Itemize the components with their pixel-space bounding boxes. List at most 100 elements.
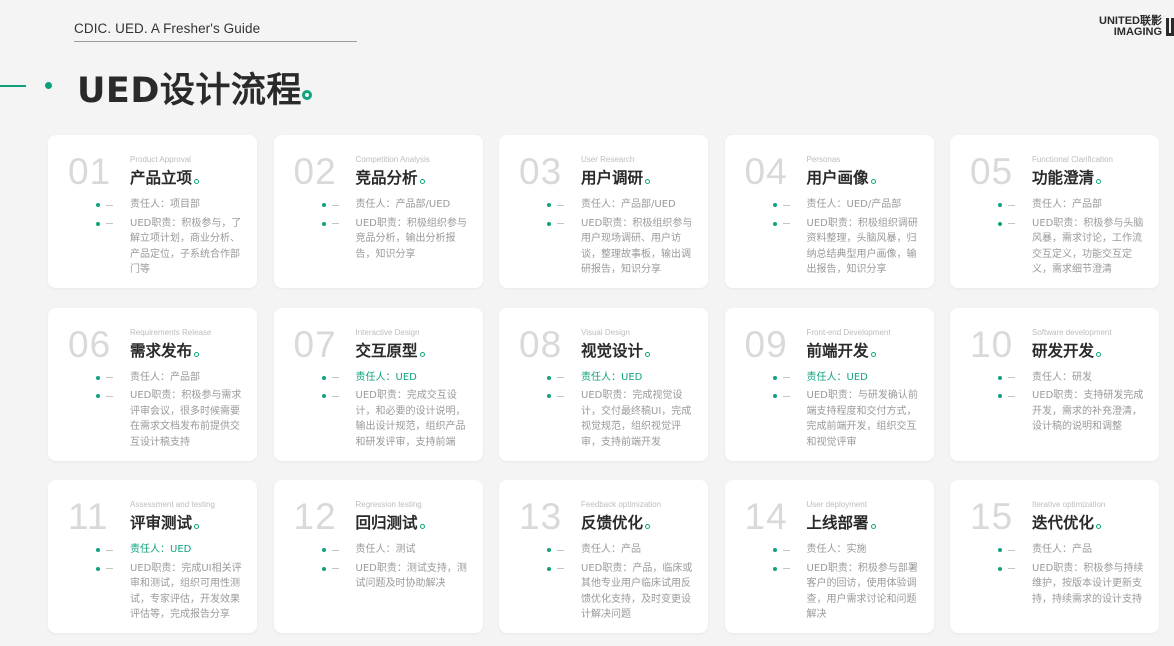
step-duty: UED职责：产品，临床或其他专业用户临床试用反馈优化支持，及时变更设计解决问题 <box>581 562 693 621</box>
title-period-icon <box>419 524 425 529</box>
step-owner: 责任人：产品 <box>581 544 641 555</box>
logo-mark-icon <box>1166 18 1174 36</box>
bullet-icon <box>547 216 581 278</box>
step-duty: UED职责：测试支持，测试问题及时协助解决 <box>355 562 467 590</box>
bullet-icon <box>772 370 807 386</box>
step-number: 13 <box>519 496 563 537</box>
step-english-name: Front-end Development <box>806 327 891 337</box>
bullet-icon <box>772 216 807 278</box>
bullet-icon <box>321 197 356 213</box>
step-details: 责任人：产品 UED职责：积极参与持续维护，按版本设计更新支持，持续需求的设计支… <box>998 542 1148 610</box>
company-logo: UNITED联影 IMAGING <box>1099 16 1174 38</box>
duty-row: UED职责：测试支持，测试问题及时协助解决 <box>321 561 472 592</box>
step-title: 需求发布 <box>130 339 200 361</box>
owner-row: 责任人：UED <box>772 370 923 386</box>
step-card-14: 14 User deployment 上线部署 责任人：实施 UED职责：积极参… <box>724 480 934 633</box>
step-title-text: 研发开发 <box>1032 341 1095 360</box>
bullet-icon <box>96 370 130 386</box>
title-period-icon <box>302 90 312 100</box>
owner-row: 责任人：产品部/UED <box>547 197 697 213</box>
step-details: 责任人：产品部/UED UED职责：积极组织参与竞品分析，输出分析报告，知识分享 <box>321 197 472 265</box>
step-number: 15 <box>970 496 1014 537</box>
bullet-icon <box>772 542 807 558</box>
bullet-icon <box>547 197 581 213</box>
title-period-icon <box>645 524 651 529</box>
owner-row: 责任人：UED/产品部 <box>772 197 923 213</box>
step-number: 07 <box>293 323 337 365</box>
step-owner: 责任人：研发 <box>1032 371 1092 383</box>
duty-row: UED职责：积极参与，了解立项计划，商业分析、产品定位，子系统合作部门等 <box>96 216 246 278</box>
owner-row: 责任人：产品部/UED <box>321 197 472 213</box>
duty-row: UED职责：积极参与头脑风暴，需求讨论，工作流交互定义，功能交互定义，需求细节澄… <box>998 216 1148 278</box>
step-number: 10 <box>970 323 1014 365</box>
title-period-icon <box>870 351 876 357</box>
step-owner: 责任人：产品部/UED <box>581 199 676 210</box>
bullet-icon <box>998 542 1032 558</box>
title-period-icon <box>1096 524 1102 529</box>
title-period-icon <box>870 524 876 529</box>
step-title-text: 迭代优化 <box>1032 514 1095 532</box>
step-owner: 责任人：UED <box>355 371 417 383</box>
bullet-icon <box>547 561 581 623</box>
step-card-06: 06 Requirements Release 需求发布 责任人：产品部 UED… <box>48 307 257 461</box>
title-period-icon <box>194 351 200 357</box>
step-duty: UED职责：积极组织参与竞品分析，输出分析报告，知识分享 <box>355 217 467 260</box>
step-duty: UED职责：积极参与部署客户的回访，使用体验调查，用户需求讨论和问题解决 <box>806 562 918 621</box>
bullet-icon <box>998 388 1032 435</box>
owner-row: 责任人：产品部 <box>96 370 246 386</box>
owner-row: 责任人：项目部 <box>96 197 246 213</box>
duty-row: UED职责：支持研发完成开发，需求的补充澄清，设计稿的说明和调整 <box>998 388 1148 435</box>
doc-title: CDIC. UED. A Fresher's Guide <box>74 21 261 36</box>
step-card-07: 07 Interactive Design 交互原型 责任人：UED UED职责… <box>273 307 483 461</box>
step-details: 责任人：实施 UED职责：积极参与部署客户的回访，使用体验调查，用户需求讨论和问… <box>772 542 923 626</box>
doc-header: CDIC. UED. A Fresher's Guide <box>74 18 357 42</box>
step-title: 上线部署 <box>807 511 876 533</box>
step-owner: 责任人：UED <box>130 544 192 555</box>
step-owner: 责任人：产品 <box>1032 544 1092 555</box>
step-duty: UED职责：积极组织调研资料整理，头脑风暴，归纳总结典型用户画像，输出报告，知识… <box>806 217 918 276</box>
step-title-text: 产品立项 <box>130 169 193 187</box>
duty-row: UED职责：积极组织参与竞品分析，输出分析报告，知识分享 <box>321 216 472 263</box>
step-duty: UED职责：完成交互设计，和必要的设计说明，输出设计规范，组织产品和研发评审，支… <box>355 390 466 448</box>
owner-row: 责任人：产品 <box>547 542 697 558</box>
step-title-text: 竞品分析 <box>355 169 418 187</box>
owner-row: 责任人：产品部 <box>998 197 1148 213</box>
step-title-text: 评审测试 <box>130 514 193 532</box>
step-owner: 责任人：产品部 <box>1032 199 1102 210</box>
step-card-08: 08 Visual Design 视觉设计 责任人：UED UED职责：完成视觉… <box>499 307 708 461</box>
step-card-13: 13 Feedback optimization 反馈优化 责任人：产品 UED… <box>499 480 708 633</box>
step-duty: UED职责：完成UI相关评审和测试，组织可用性测试，专家评估，开发效果评估等，完… <box>130 562 242 621</box>
bullet-icon <box>772 388 807 450</box>
step-title: 前端开发 <box>807 339 876 361</box>
duty-row: UED职责：完成交互设计，和必要的设计说明，输出设计规范，组织产品和研发评审，支… <box>321 388 472 450</box>
bullet-icon <box>772 197 807 213</box>
step-duty: UED职责：积极参与需求评审会议，很多时候需要在需求文档发布前提供交互设计稿支持 <box>130 390 242 448</box>
bullet-icon <box>547 388 581 450</box>
step-number: 14 <box>744 496 788 537</box>
step-number: 03 <box>519 151 563 192</box>
step-english-name: Assessment and testing <box>130 500 215 509</box>
step-title-text: 回归测试 <box>355 514 418 532</box>
step-details: 责任人：测试 UED职责：测试支持，测试问题及时协助解决 <box>321 542 472 595</box>
step-details: 责任人：项目部 UED职责：积极参与，了解立项计划，商业分析、产品定位，子系统合… <box>96 197 246 281</box>
step-details: 责任人：产品部 UED职责：积极参与需求评审会议，很多时候需要在需求文档发布前提… <box>96 370 246 454</box>
step-card-03: 03 User Research 用户调研 责任人：产品部/UED UED职责：… <box>499 135 708 288</box>
step-card-12: 12 Regression testing 回归测试 责任人：测试 UED职责：… <box>273 480 483 633</box>
logo-line-2: IMAGING <box>1113 26 1162 38</box>
owner-row: 责任人：研发 <box>998 370 1148 386</box>
step-number: 11 <box>68 496 109 537</box>
step-number: 05 <box>970 151 1014 192</box>
owner-row: 责任人：产品 <box>998 542 1148 558</box>
step-english-name: Iterative optimization <box>1032 500 1106 509</box>
step-number: 04 <box>744 151 788 192</box>
step-number: 01 <box>68 151 112 192</box>
step-title: 用户调研 <box>581 166 651 188</box>
bullet-icon <box>96 197 130 213</box>
step-title: 用户画像 <box>807 166 876 188</box>
step-details: 责任人：UED UED职责：完成UI相关评审和测试，组织可用性测试，专家评估，开… <box>96 542 246 626</box>
step-title-text: 用户画像 <box>806 169 869 187</box>
bullet-icon <box>321 216 356 263</box>
step-english-name: Interactive Design <box>355 327 420 337</box>
step-card-05: 05 Functional Clarification 功能澄清 责任人：产品部… <box>950 135 1159 288</box>
title-period-icon <box>645 351 651 357</box>
